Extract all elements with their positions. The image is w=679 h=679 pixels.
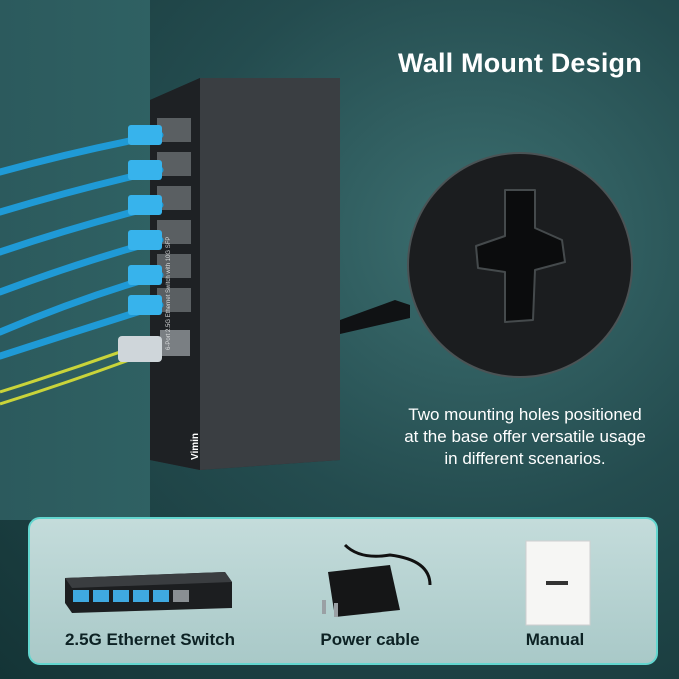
wall-surface: [0, 0, 150, 520]
keyhole-icon: [475, 189, 566, 323]
device-port-label: 6-Port 2.5G Ethernet Switch with 10G SFP: [166, 236, 172, 350]
sfp-connector: [118, 336, 162, 362]
item-label-power-cable: Power cable: [320, 630, 420, 649]
mounting-caption: Two mounting holes positioned at the bas…: [375, 404, 675, 470]
caption-line-1: Two mounting holes positioned: [408, 405, 642, 424]
brand-logo: Vimin: [190, 432, 201, 460]
item-label-switch: 2.5G Ethernet Switch: [64, 630, 236, 649]
switch-body: [150, 78, 340, 470]
caption-line-3: in different scenarios.: [444, 449, 606, 468]
item-label-manual: Manual: [525, 630, 585, 649]
caption-line-2: at the base offer versatile usage: [404, 427, 646, 446]
page-title: Wall Mount Design: [398, 48, 642, 78]
mount-bracket: [340, 300, 410, 334]
